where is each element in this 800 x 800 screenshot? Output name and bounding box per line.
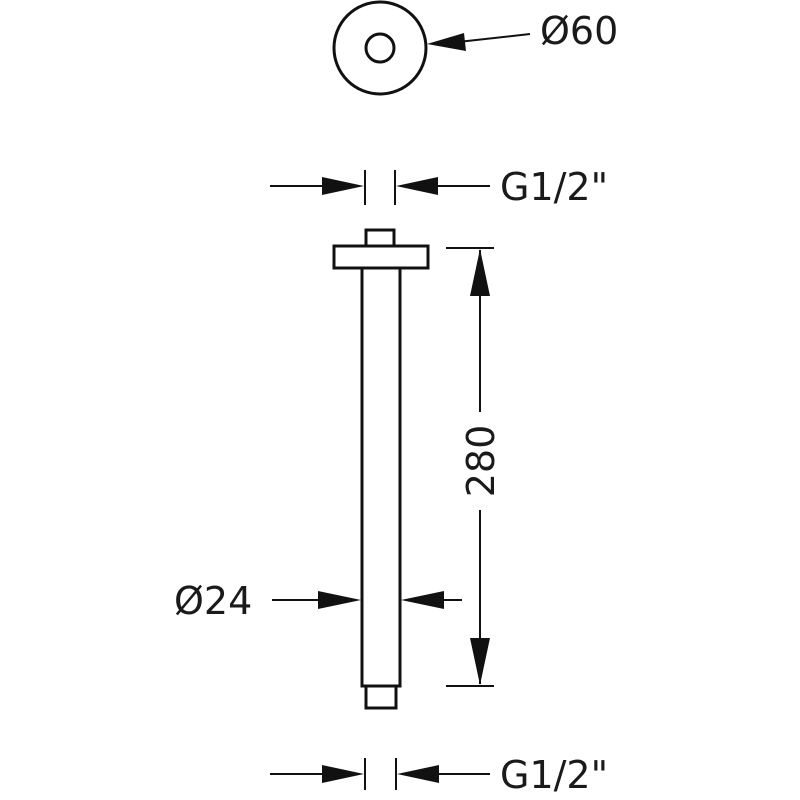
top-thread-dimension — [270, 170, 490, 205]
flange-top-view — [332, 0, 428, 96]
length-label: 280 — [459, 425, 503, 498]
arm-diameter-label: Ø24 — [174, 579, 252, 623]
length-arrow-bottom — [470, 638, 490, 685]
top-thread-stub — [364, 228, 396, 248]
arm-diameter-arrow-left — [318, 591, 361, 609]
shower-arm-side-view — [332, 228, 430, 710]
bottom-thread-dimension — [270, 758, 490, 790]
bottom-thread-label: G1/2" — [500, 753, 608, 797]
flange-diameter-leader — [427, 33, 531, 51]
length-dimension — [446, 247, 494, 687]
top-thread-arrow-right — [396, 177, 438, 195]
bottom-thread-arrow-left — [322, 765, 364, 783]
flange-plate — [332, 244, 430, 270]
flange-diameter-arrowhead — [427, 33, 466, 51]
flange-inner-circle — [364, 32, 396, 64]
bottom-thread-arrow-right — [397, 765, 439, 783]
top-thread-arrow-left — [322, 177, 364, 195]
arm-diameter-arrow-right — [401, 591, 444, 609]
flange-diameter-label: Ø60 — [540, 9, 618, 53]
top-thread-label: G1/2" — [500, 165, 608, 209]
arm-diameter-dimension — [272, 591, 462, 609]
bottom-thread-stub — [364, 684, 398, 710]
arm-tube — [360, 266, 402, 688]
flange-outer-circle — [332, 0, 428, 96]
length-arrow-top — [470, 249, 490, 296]
